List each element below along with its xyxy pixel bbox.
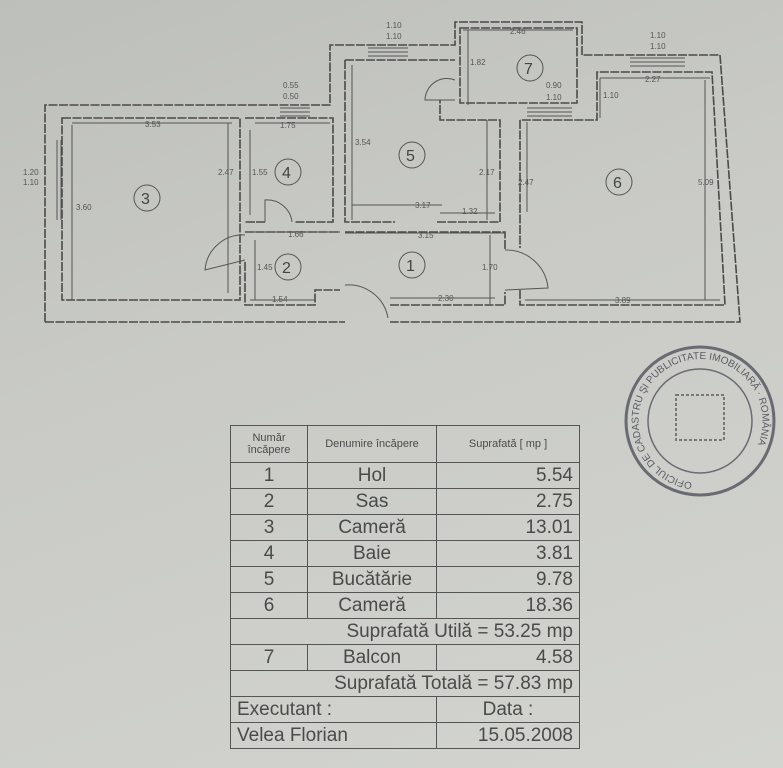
room-area: 9.78 <box>436 566 580 593</box>
room-nr: 3 <box>230 514 308 541</box>
room-area: 3.81 <box>436 540 580 567</box>
room-name: Hol <box>307 462 437 489</box>
dim-label: 1.54 <box>272 295 288 304</box>
dim-label: 1.75 <box>280 121 296 130</box>
room-name: Balcon <box>307 644 437 671</box>
dim-label: 1.45 <box>257 263 273 272</box>
dim-label: 1.32 <box>462 207 478 216</box>
cadastre-stamp: OFICIUL DE CADASTRU ŞI PUBLICITATE IMOBI… <box>624 345 776 497</box>
executant-label: Executant : <box>230 696 437 723</box>
dim-label: 1.10 <box>546 93 562 102</box>
room-nr: 6 <box>230 592 308 619</box>
dim-label: 3.53 <box>145 120 161 129</box>
document-date: 15.05.2008 <box>436 722 580 749</box>
room-area: 4.58 <box>436 644 580 671</box>
dim-label: 2.47 <box>218 168 234 177</box>
room-area: 13.01 <box>436 514 580 541</box>
room-name: Cameră <box>307 514 437 541</box>
dim-label: 2.46 <box>510 27 526 36</box>
dim-label: 3.60 <box>76 203 92 212</box>
executant-name: Velea Florian <box>230 722 437 749</box>
floor-plan: 3 4 2 5 1 7 6 1.20 1.10 0.55 0.50 1.10 1… <box>23 21 741 323</box>
room-3-outline <box>61 117 241 301</box>
signature-label-row: Executant :Data : <box>230 696 580 723</box>
dim-label: 1.10 <box>386 32 402 41</box>
total-area: Suprafată Totală = 57.83 mp <box>230 670 580 697</box>
room-6-outline <box>519 71 726 306</box>
dim-label: 1.55 <box>252 168 268 177</box>
useful-area-row: Suprafată Utilă = 53.25 mp <box>230 618 580 645</box>
room-1-number: 1 <box>406 258 415 275</box>
room-5-outline <box>344 59 501 223</box>
doors <box>204 77 549 319</box>
dim-label: 1.10 <box>603 91 619 100</box>
dim-label: 3.17 <box>415 201 431 210</box>
room-nr: 5 <box>230 566 308 593</box>
dimension-lines <box>71 29 720 305</box>
room-number-markers: 3 4 2 5 1 7 6 <box>133 54 633 281</box>
room-nr: 4 <box>230 540 308 567</box>
dim-label: 3.54 <box>355 138 371 147</box>
rooms-area-table: Număr încăpere Denumire încăpere Suprafa… <box>230 425 580 749</box>
dim-label: 0.50 <box>283 92 299 101</box>
room-6-number: 6 <box>613 175 622 192</box>
dim-label: 1.10 <box>650 31 666 40</box>
room-5-number: 5 <box>406 148 415 165</box>
dim-label: 2.30 <box>438 294 454 303</box>
room-area: 5.54 <box>436 462 580 489</box>
dim-label: 2.17 <box>479 168 495 177</box>
room-name: Cameră <box>307 592 437 619</box>
room-2-number: 2 <box>282 260 291 277</box>
header-room-number: Număr încăpere <box>230 425 308 463</box>
windows <box>56 47 685 220</box>
dim-label: 3.15 <box>418 231 434 240</box>
header-room-name: Denumire încăpere <box>307 425 437 463</box>
room-nr: 2 <box>230 488 308 515</box>
room-area: 2.75 <box>436 488 580 515</box>
room-nr: 1 <box>230 462 308 489</box>
dim-label: 0.55 <box>283 81 299 90</box>
room-7-outline <box>459 27 578 104</box>
room-area: 18.36 <box>436 592 580 619</box>
dim-label: 1.66 <box>288 230 304 239</box>
room-nr: 7 <box>230 644 308 671</box>
dim-label: 1.82 <box>470 58 486 67</box>
dimension-labels: 1.20 1.10 0.55 0.50 1.10 1.10 1.10 1.10 … <box>23 21 714 305</box>
coat-of-arms-icon <box>675 394 725 441</box>
dim-label: 1.70 <box>482 263 498 272</box>
date-label: Data : <box>436 696 580 723</box>
dim-label: 3.89 <box>615 296 631 305</box>
dim-label: 1.10 <box>23 178 39 187</box>
room-name: Baie <box>307 540 437 567</box>
outer-wall <box>44 21 741 323</box>
dim-label: 0.90 <box>546 81 562 90</box>
dim-label: 1.10 <box>650 42 666 51</box>
dim-label: 2.47 <box>518 178 534 187</box>
dim-label: 2.27 <box>645 75 661 84</box>
room-1-outline <box>345 231 506 306</box>
header-area: Suprafată [ mp ] <box>436 425 580 463</box>
dim-label: 5.09 <box>698 178 714 187</box>
room-name: Sas <box>307 488 437 515</box>
dim-label: 1.20 <box>23 168 39 177</box>
room-4-outline <box>245 117 334 223</box>
room-7-number: 7 <box>524 61 533 78</box>
room-name: Bucătărie <box>307 566 437 593</box>
total-area-row: Suprafată Totală = 57.83 mp <box>230 670 580 697</box>
room-3-number: 3 <box>141 191 150 208</box>
useful-area: Suprafată Utilă = 53.25 mp <box>230 618 580 645</box>
room-4-number: 4 <box>282 165 291 182</box>
dim-label: 1.10 <box>386 21 402 30</box>
table-header-row: Număr încăpere Denumire încăpere Suprafa… <box>230 425 580 463</box>
